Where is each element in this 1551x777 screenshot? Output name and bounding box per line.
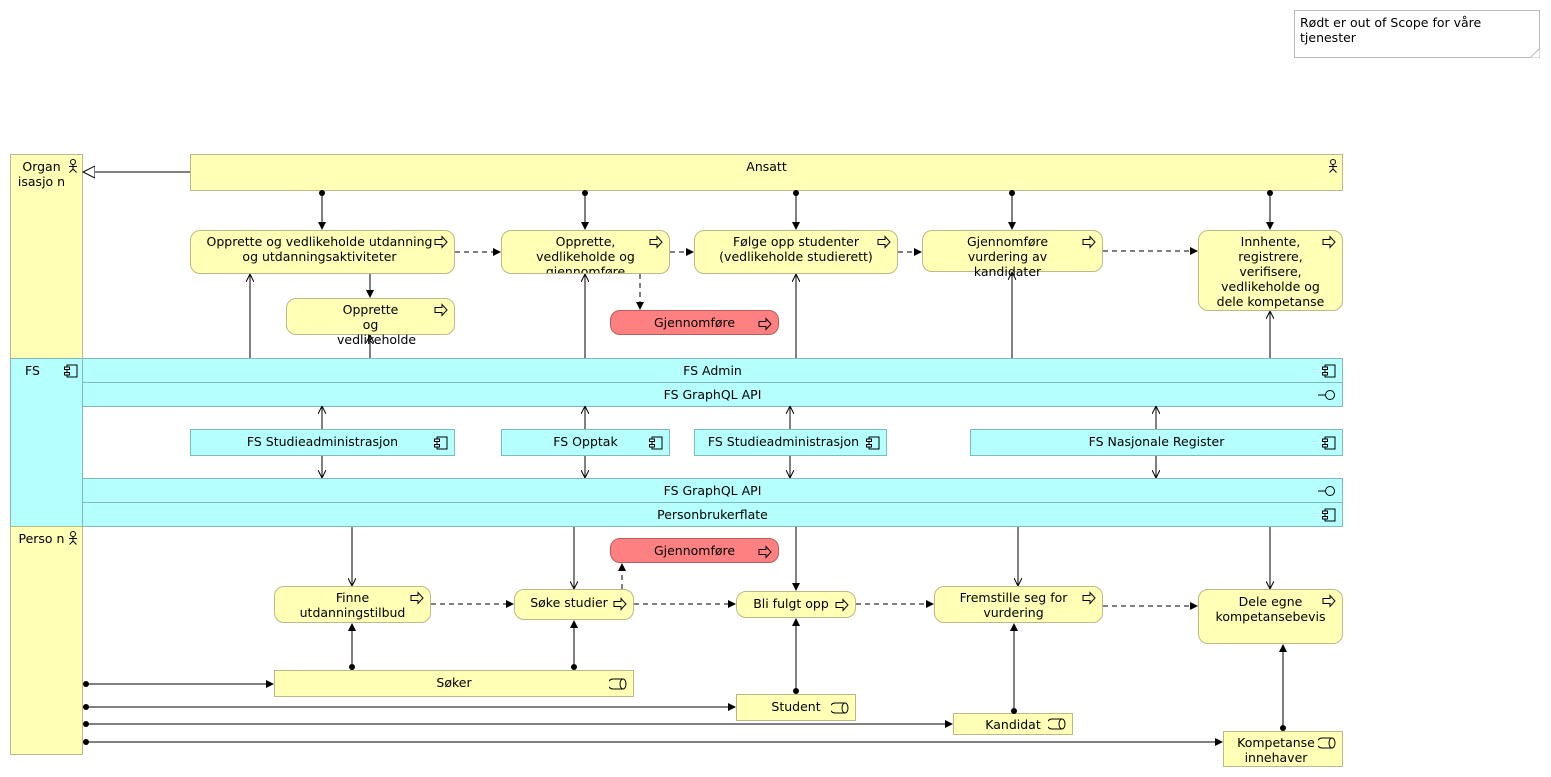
process-soke-studier[interactable]: Søke studier (514, 589, 634, 620)
component-icon (866, 436, 880, 450)
process-label: Bli fulgt opp (753, 596, 829, 611)
process-bli-fulgt-opp[interactable]: Bli fulgt opp (736, 591, 856, 618)
process-label: Gjennomføre (653, 315, 736, 330)
process-arrow-icon (1322, 594, 1336, 608)
process-opptak[interactable]: Opprette, vedlikeholde og gjennomføre op… (501, 230, 670, 274)
process-label: Søke studier (530, 595, 608, 610)
role-soker[interactable]: Søker (274, 670, 634, 697)
process-label: Opprette og vedlikeholde (337, 302, 417, 347)
component-label: FS Studieadministrasjon (246, 434, 399, 449)
interface-icon (1318, 486, 1335, 496)
role-label: Student (771, 699, 821, 714)
role-kompetanse-innehaver[interactable]: Kompetanse innehaver (1223, 731, 1343, 767)
fs-graphql-bottom-label: FS GraphQL API (663, 483, 762, 498)
process-dele-kompetansebevis[interactable]: Dele egne kompetansebevis (1198, 589, 1343, 644)
process-arrow-icon (434, 235, 448, 249)
actor-icon (1329, 159, 1337, 173)
process-kompetanse[interactable]: Innhente, registrere, verifisere, vedlik… (1198, 230, 1343, 311)
actor-icon (69, 531, 77, 545)
process-label: Dele egne kompetansebevis (1215, 594, 1326, 624)
process-arrow-icon (1322, 235, 1336, 249)
process-arrow-icon (613, 597, 627, 611)
process-arrow-icon (649, 235, 663, 249)
lane-organisasjon[interactable]: Organ isasjo n (10, 154, 83, 359)
role-kandidat[interactable]: Kandidat (953, 713, 1073, 735)
lane-fs-label: FS (25, 363, 40, 378)
fs-opptak[interactable]: FS Opptak (501, 429, 670, 456)
process-gjennomfore-org[interactable]: Gjennomføre (610, 310, 779, 335)
process-folge-opp[interactable]: Følge opp studenter (vedlikeholde studie… (694, 230, 898, 274)
interface-icon (1318, 390, 1335, 400)
lane-person-label: Perso n (18, 531, 65, 546)
process-arrow-icon (758, 317, 772, 331)
component-label: FS Opptak (553, 434, 618, 449)
fs-admin-label: FS Admin (683, 363, 742, 378)
role-icon (609, 678, 627, 690)
process-label: Gjennomføre (653, 543, 736, 558)
lane-person[interactable]: Perso n (10, 526, 83, 755)
process-label: Følge opp studenter (vedlikeholde studie… (719, 234, 873, 264)
process-arrow-icon (1082, 235, 1096, 249)
process-label: Opprette og vedlikeholde utdanning og ut… (206, 234, 433, 264)
process-arrow-icon (758, 545, 772, 559)
process-arrow-icon (1082, 591, 1096, 605)
process-label: Gjennomføre vurdering av kandidater (966, 234, 1049, 279)
role-icon (1318, 737, 1336, 749)
role-label: Søker (436, 675, 472, 690)
fs-studieadministrasjon-1[interactable]: FS Studieadministrasjon (190, 429, 455, 456)
process-gjennomfore-person[interactable]: Gjennomføre (610, 538, 779, 563)
personbrukerflate-label: Personbrukerflate (657, 507, 768, 522)
process-opprette-utdanning[interactable]: Opprette og vedlikeholde utdanning og ut… (190, 230, 455, 274)
fs-graphql-top-label: FS GraphQL API (663, 387, 762, 402)
component-icon (649, 436, 663, 450)
component-label: FS Nasjonale Register (1088, 434, 1225, 449)
fs-studieadministrasjon-2[interactable]: FS Studieadministrasjon (694, 429, 887, 456)
process-finne-utdanningstilbud[interactable]: Finne utdanningstilbud (274, 586, 431, 623)
component-icon (434, 436, 448, 450)
role-label: Kandidat (985, 717, 1041, 732)
process-fremstille-vurdering[interactable]: Fremstille seg for vurdering (934, 586, 1103, 623)
process-label: Fremstille seg for vurdering (959, 590, 1068, 620)
actor-ansatt-label: Ansatt (746, 159, 787, 174)
fs-admin[interactable]: FS Admin (82, 358, 1343, 383)
process-arrow-icon (877, 235, 891, 249)
role-label: Kompetanse innehaver (1237, 735, 1315, 765)
scope-note-text: Rødt er out of Scope for våre tjenester (1300, 15, 1482, 45)
process-arrow-icon (410, 591, 424, 605)
role-icon (831, 702, 849, 714)
process-vurdering[interactable]: Gjennomføre vurdering av kandidater (922, 230, 1103, 279)
component-icon (64, 364, 78, 378)
lane-organisasjon-label: Organ isasjo n (17, 159, 66, 189)
note-fold-icon (1530, 48, 1540, 58)
fs-nasjonale-register[interactable]: FS Nasjonale Register (970, 429, 1343, 456)
process-opprette-vedlikeholde[interactable]: Opprette og vedlikeholde (286, 298, 455, 347)
process-label: Innhente, registrere, verifisere, vedlik… (1216, 234, 1325, 309)
scope-note: Rødt er out of Scope for våre tjenester (1294, 10, 1540, 58)
actor-icon (69, 159, 77, 173)
process-arrow-icon (434, 303, 448, 317)
component-label: FS Studieadministrasjon (707, 434, 860, 449)
process-arrow-icon (835, 598, 849, 612)
fs-graphql-top[interactable]: FS GraphQL API (82, 382, 1343, 407)
process-label: Opprette, vedlikeholde og gjennomføre op… (536, 234, 635, 274)
actor-ansatt[interactable]: Ansatt (190, 154, 1343, 191)
component-icon (1322, 436, 1336, 450)
component-icon (1322, 364, 1336, 378)
component-icon (1322, 508, 1336, 522)
role-student[interactable]: Student (736, 694, 856, 721)
fs-personbrukerflate[interactable]: Personbrukerflate (82, 502, 1343, 527)
fs-graphql-bottom[interactable]: FS GraphQL API (82, 478, 1343, 503)
process-label: Finne utdanningstilbud (299, 590, 406, 620)
lane-fs[interactable]: FS (10, 358, 83, 527)
role-icon (1048, 718, 1066, 730)
